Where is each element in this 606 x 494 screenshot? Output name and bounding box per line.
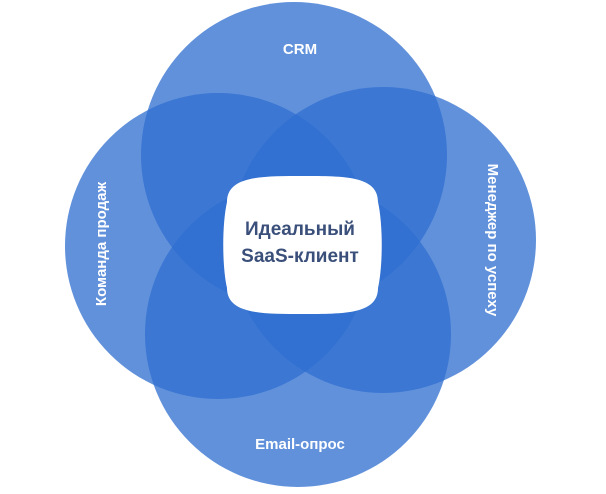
petal-label-right: Менеджер по успеху [484, 164, 501, 317]
center-core-shape [223, 176, 382, 314]
center-label-line1: Идеальный [245, 219, 355, 240]
center-label-line2: SaaS-клиент [241, 246, 359, 267]
petal-label-bottom: Email-опрос [255, 436, 345, 453]
petal-label-top: CRM [283, 41, 317, 58]
petal-label-left: Команда продаж [93, 182, 110, 307]
petal-left-sales-team [65, 93, 371, 399]
